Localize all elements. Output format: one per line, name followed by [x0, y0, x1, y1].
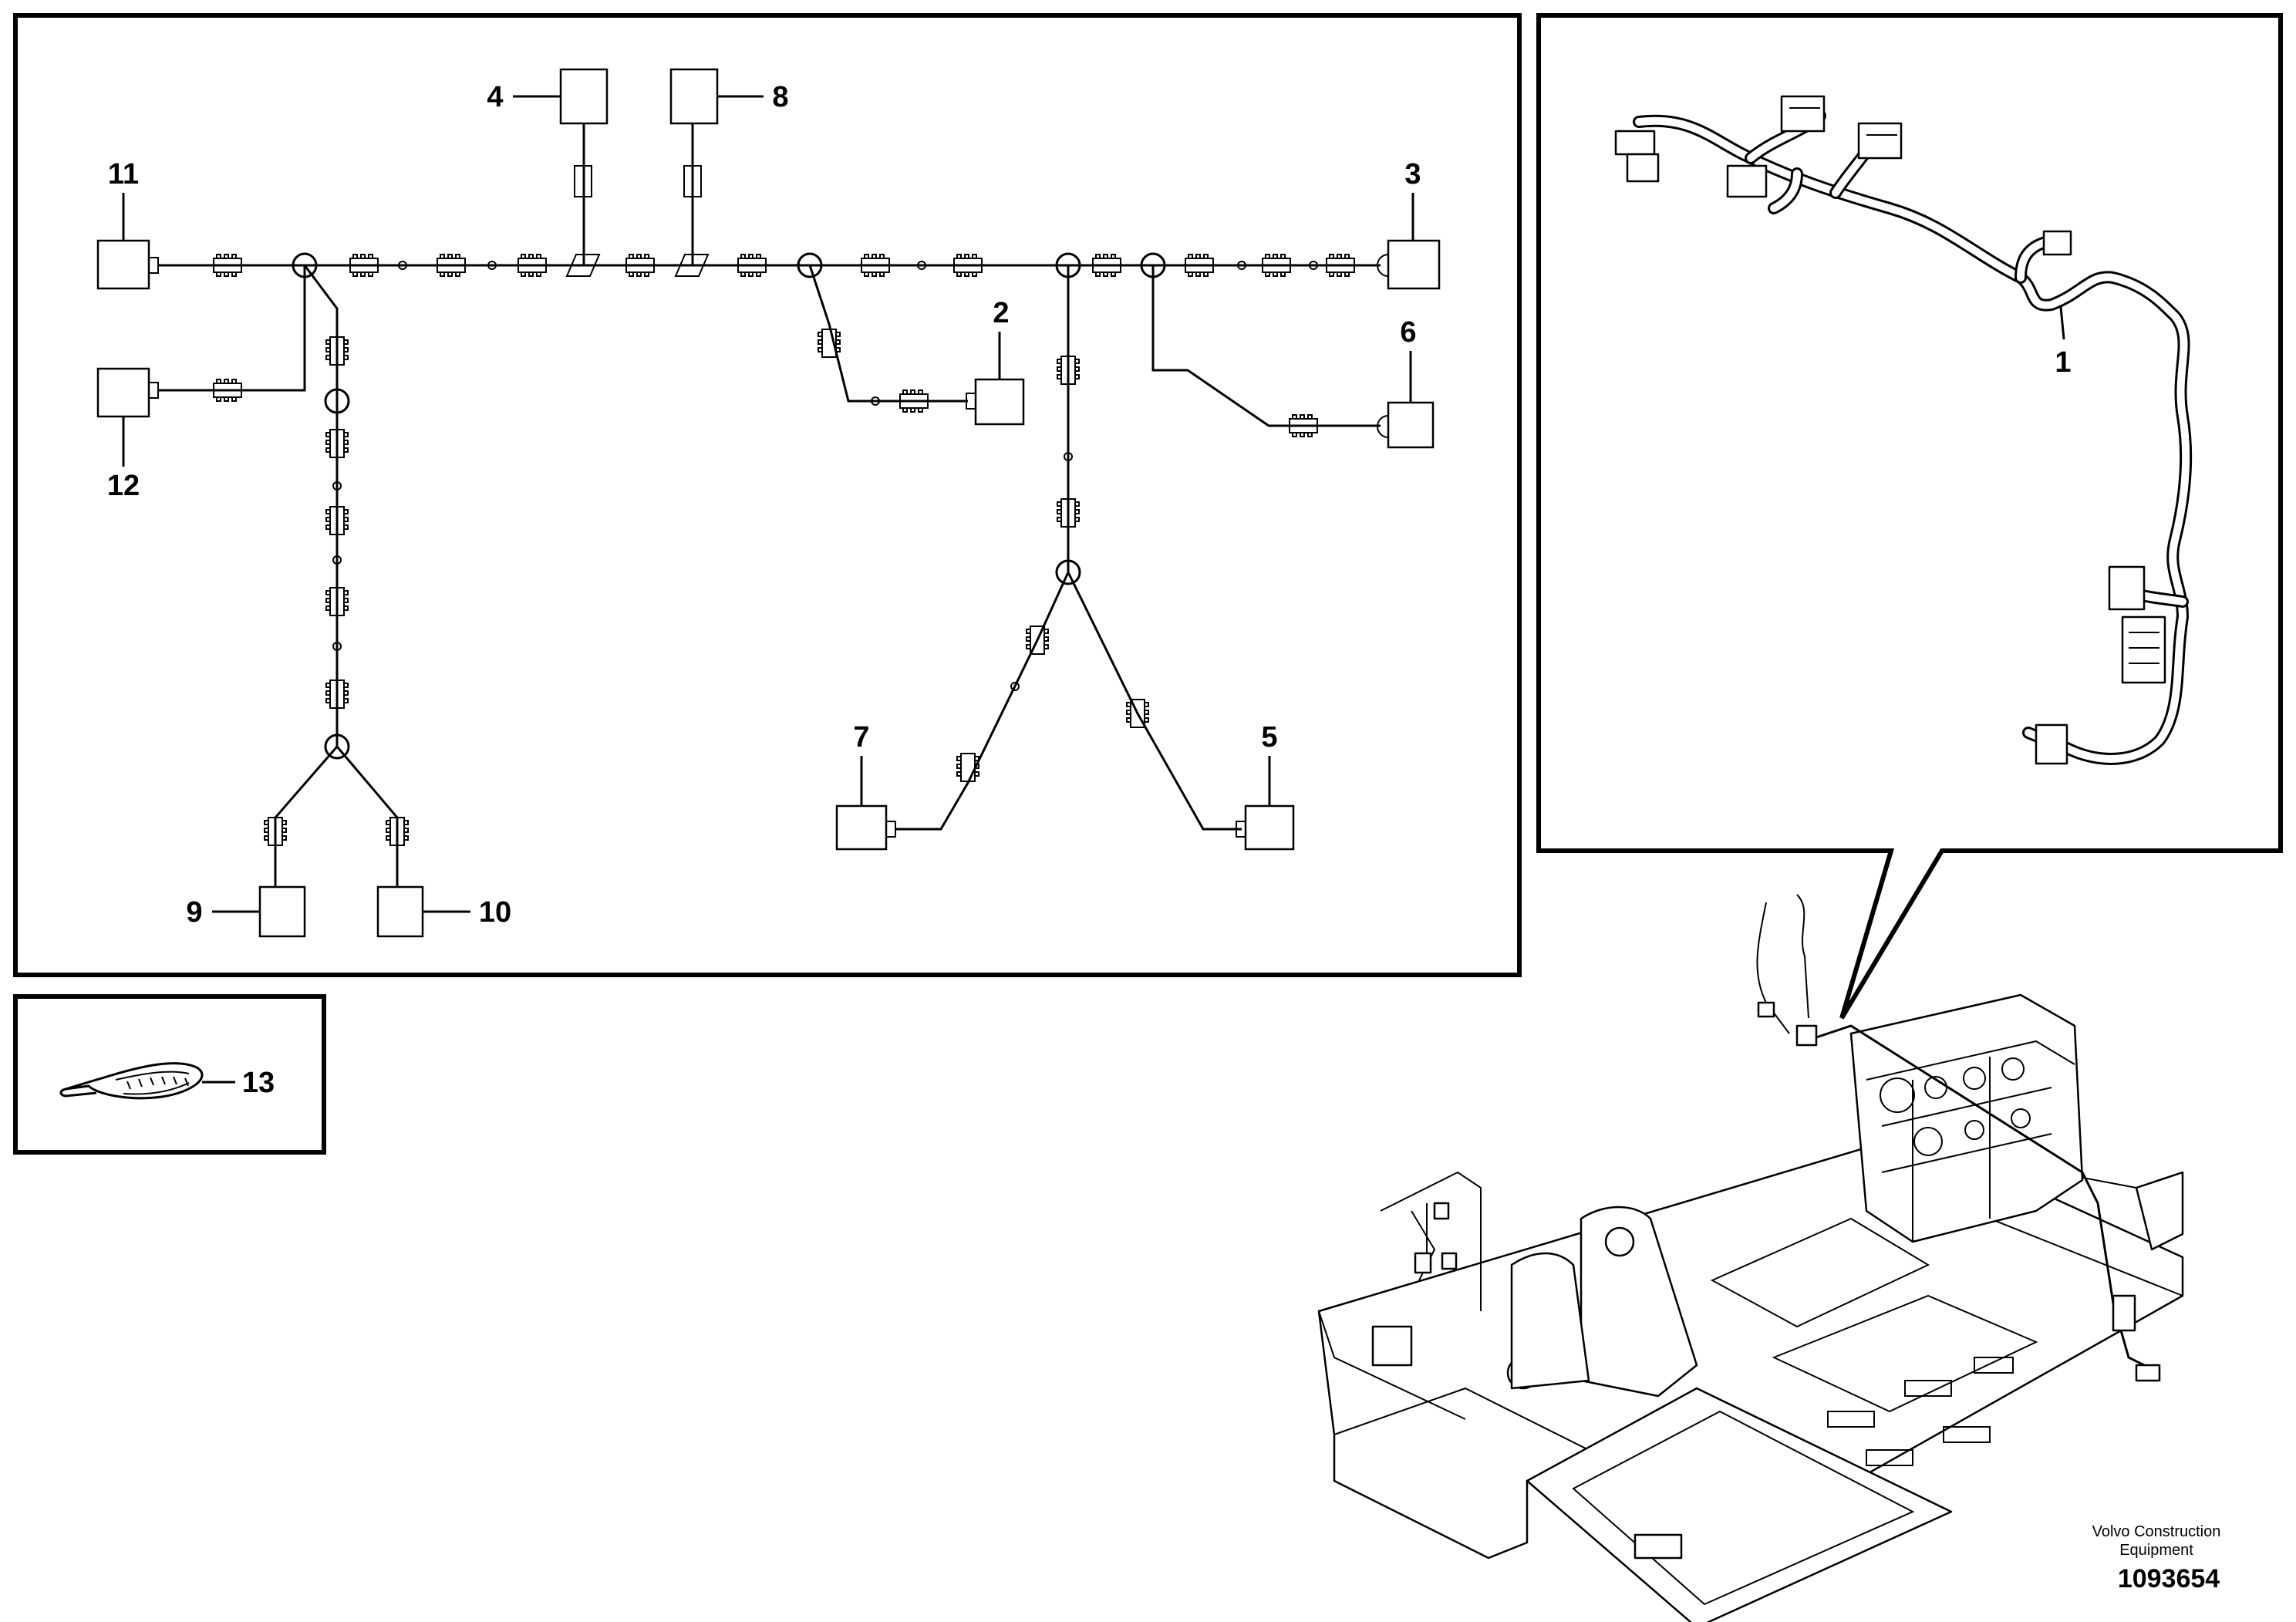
connector-box-icon: [96, 68, 1441, 938]
callout-leaders: [122, 95, 1414, 913]
cable-tie-icon: [59, 1062, 235, 1100]
junction-icon: [292, 252, 1318, 760]
callout-6: 6: [1400, 316, 1416, 349]
callout-4: 4: [487, 81, 503, 113]
machine-frame-icon: [1317, 894, 2184, 1622]
callout-3: 3: [1404, 158, 1421, 191]
callout-1: 1: [2055, 346, 2071, 379]
brand-line-1: Volvo Construction: [2092, 1523, 2221, 1540]
callout-2: 2: [993, 297, 1009, 329]
callout-9: 9: [186, 896, 202, 929]
callout-10: 10: [479, 896, 511, 929]
brand-line-2: Equipment: [2119, 1542, 2193, 1559]
callout-8: 8: [772, 81, 788, 113]
cable-tie-frame: [13, 994, 326, 1155]
callout-13: 13: [242, 1067, 275, 1099]
callout-12: 12: [107, 470, 140, 502]
callout-7: 7: [853, 721, 869, 754]
wiring-schematic: [158, 123, 1381, 887]
wire-harness-icon: [1614, 95, 2193, 765]
plug-segment-icon: [213, 254, 1355, 846]
harness-detail-frame: [1536, 13, 2283, 1020]
drawing-number: 1093654: [2118, 1564, 2220, 1593]
callout-5: 5: [1261, 721, 1277, 754]
callout-11: 11: [108, 158, 139, 191]
schematic-frame: [13, 13, 1522, 977]
